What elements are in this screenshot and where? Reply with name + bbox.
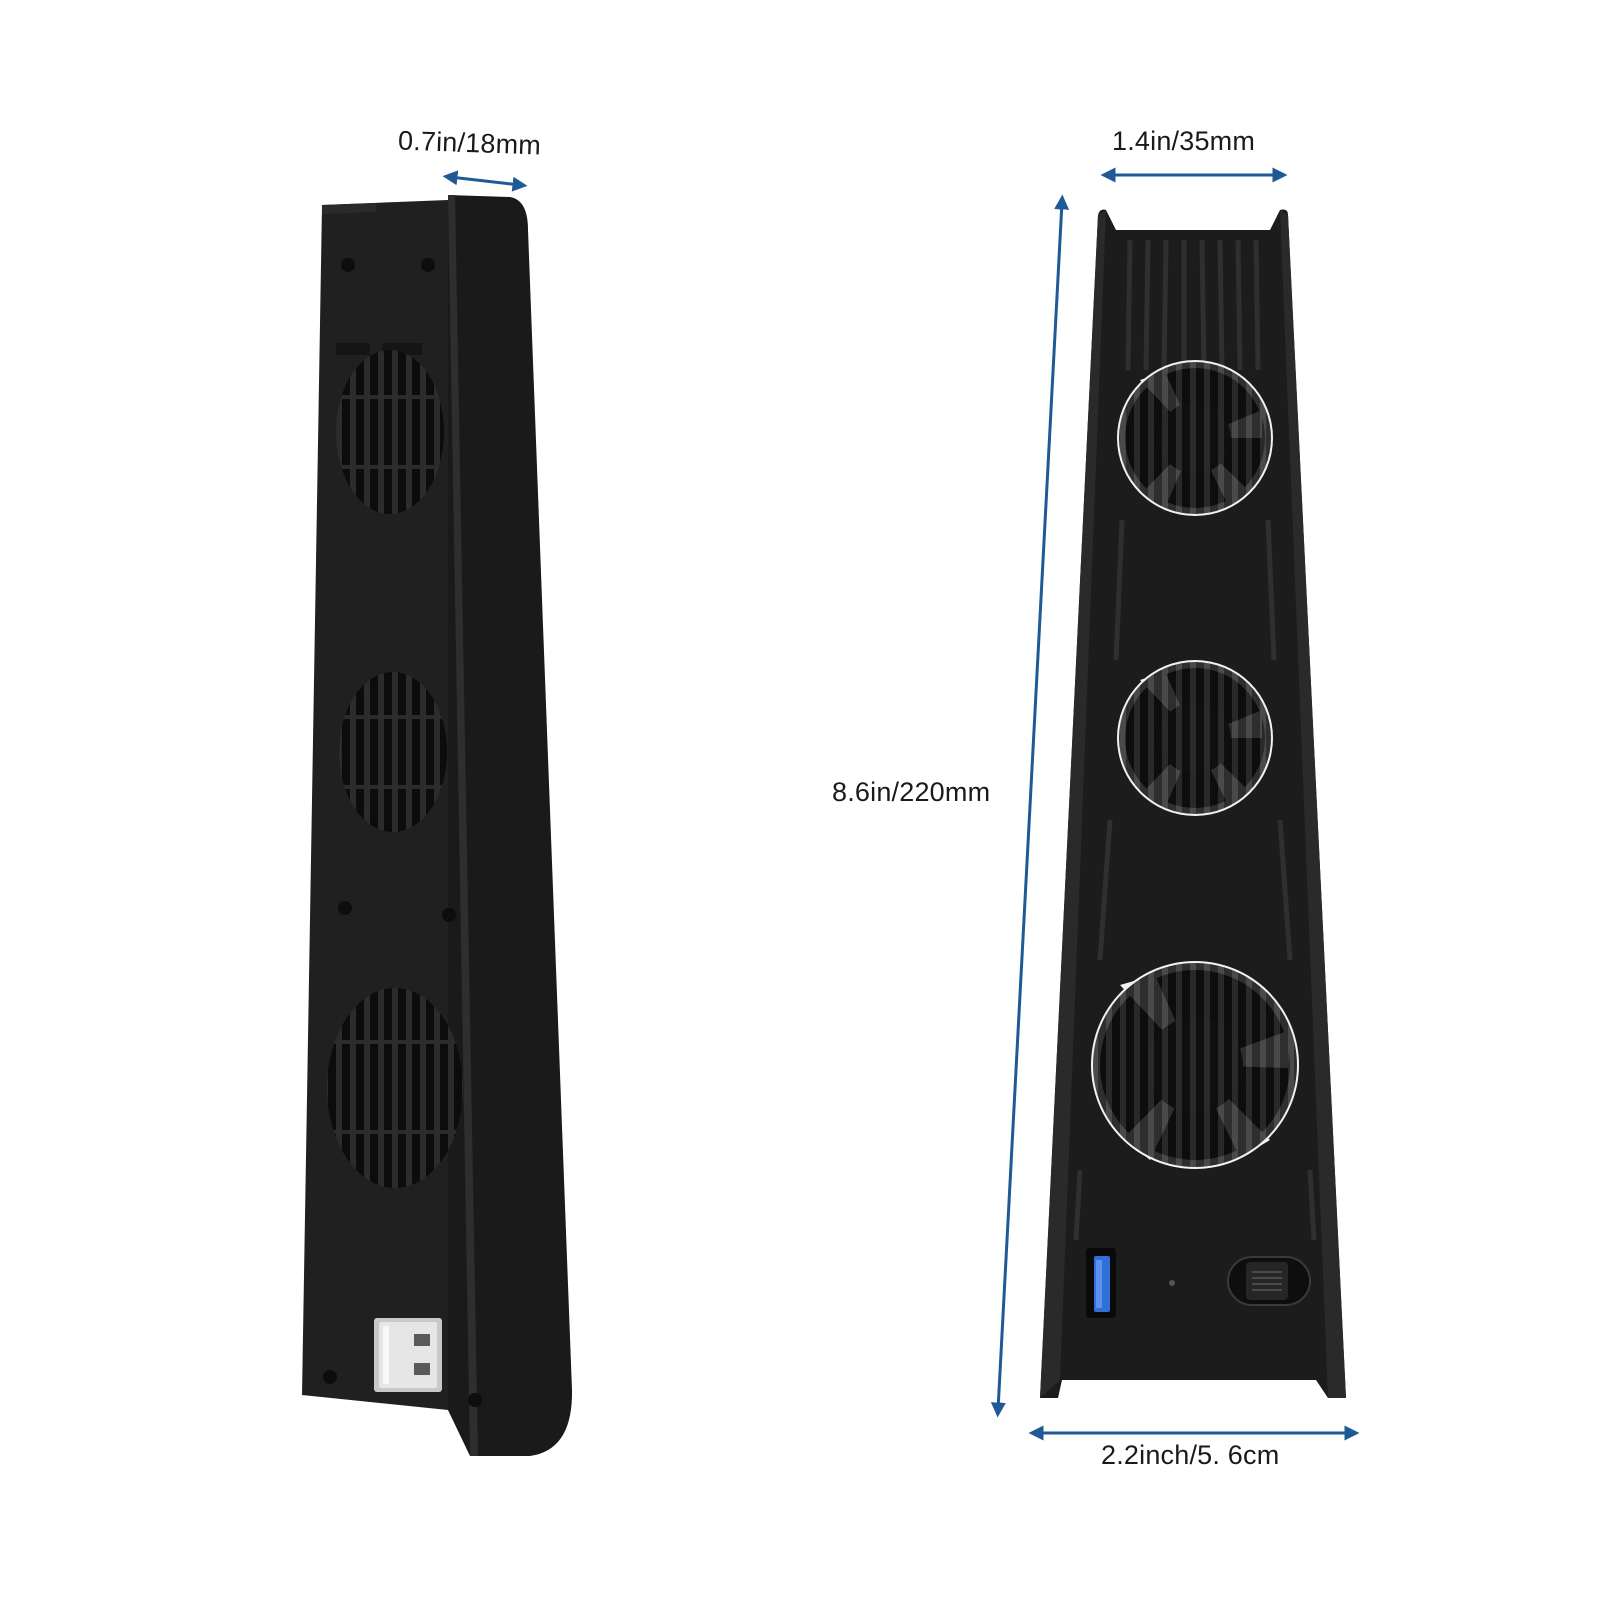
slide-switch-icon <box>1227 1256 1311 1306</box>
side-vent-middle <box>339 672 447 832</box>
base-width-label: 2.2inch/5. 6cm <box>1101 1440 1280 1470</box>
usb-port-icon <box>1086 1248 1116 1318</box>
top-width-label: 1.4in/35mm <box>1112 126 1256 156</box>
cooler-side-view <box>302 195 573 1456</box>
led-indicator <box>1169 1280 1175 1286</box>
clip-tab <box>336 343 370 355</box>
screw-icon <box>442 908 456 922</box>
fan-icon <box>1117 660 1273 816</box>
usb-plug-icon <box>374 1318 442 1392</box>
depth-arrow <box>442 170 528 192</box>
front-ribs <box>1073 239 1317 1241</box>
side-front-wall <box>448 195 573 1456</box>
side-vent-bottom <box>327 988 463 1188</box>
height-label: 8.6in/220mm <box>832 777 991 807</box>
fan-icon <box>1117 360 1273 516</box>
dimension-arrows <box>442 167 1360 1441</box>
fan-icon <box>1091 961 1299 1169</box>
side-vent-top <box>336 350 444 514</box>
cooler-front-view <box>1040 209 1346 1399</box>
depth-label: 0.7in/18mm <box>397 125 542 161</box>
screw-icon <box>421 258 435 272</box>
screw-icon <box>323 1370 337 1384</box>
screw-icon <box>338 901 352 915</box>
screw-icon <box>468 1393 482 1407</box>
screw-icon <box>341 258 355 272</box>
height-arrow <box>990 194 1070 1418</box>
